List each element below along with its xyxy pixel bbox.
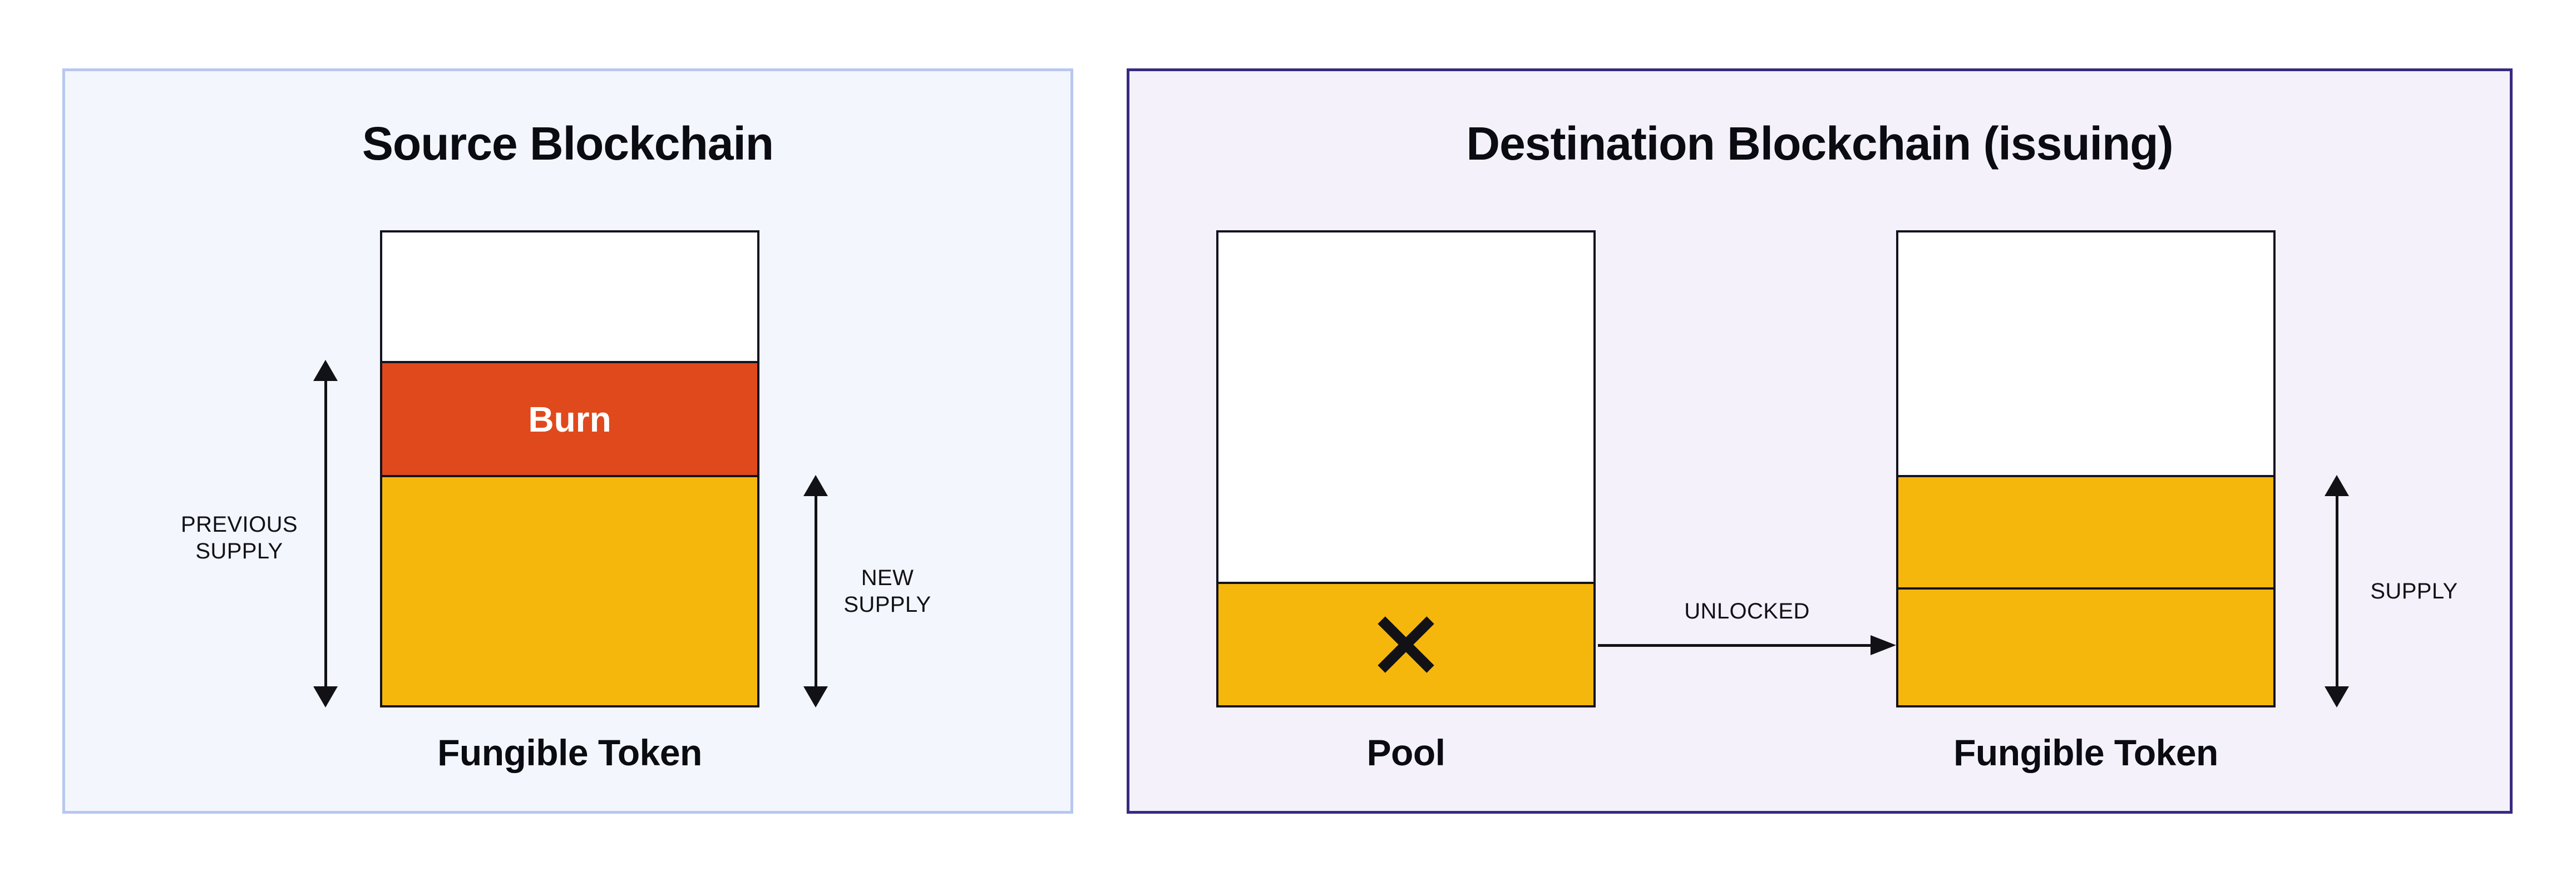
destination-bar-unlocked-segment <box>1898 475 2273 590</box>
new-supply-arrow-icon <box>803 475 828 707</box>
pool-caption: Pool <box>1366 732 1446 773</box>
arrow-shaft <box>1598 644 1871 647</box>
arrow-up-head-icon <box>803 475 828 496</box>
previous-supply-label: PREVIOUS SUPPLY <box>156 511 323 565</box>
previous-supply-line1: PREVIOUS <box>181 512 298 537</box>
pool-bar <box>1216 230 1596 707</box>
source-bar-empty-segment <box>382 232 757 362</box>
arrow-down-head-icon <box>803 686 828 707</box>
new-supply-label: NEW SUPPLY <box>804 565 971 618</box>
arrow-down-head-icon <box>313 686 338 707</box>
arrow-shaft <box>2335 496 2338 686</box>
unlocked-label: UNLOCKED <box>1684 599 1810 623</box>
cross-icon <box>1378 616 1434 673</box>
destination-bar-caption: Fungible Token <box>1953 732 2218 773</box>
supply-arrow-icon <box>2324 475 2350 707</box>
destination-fungible-token-bar <box>1896 230 2276 707</box>
arrow-shaft <box>324 381 327 686</box>
burn-label: Burn <box>528 399 611 439</box>
source-bar-burn-segment: Burn <box>382 361 757 476</box>
arrow-up-head-icon <box>2325 475 2349 496</box>
arrow-shaft <box>814 496 817 686</box>
destination-blockchain-panel: Destination Blockchain (issuing) Pool UN… <box>1127 68 2513 814</box>
source-fungible-token-bar: Burn <box>380 230 759 707</box>
previous-supply-line2: SUPPLY <box>195 539 283 563</box>
destination-bar-existing-segment <box>1898 589 2273 705</box>
arrow-right-head-icon <box>1871 635 1896 655</box>
source-panel-title: Source Blockchain <box>362 117 774 170</box>
previous-supply-arrow-icon <box>313 360 338 707</box>
new-supply-line2: SUPPLY <box>843 592 931 617</box>
source-bar-caption: Fungible Token <box>437 732 702 773</box>
source-bar-locked-segment <box>382 475 757 705</box>
arrow-down-head-icon <box>2325 686 2349 707</box>
pool-empty-segment <box>1218 232 1593 582</box>
unlocked-transfer-arrow-icon <box>1598 635 1896 655</box>
arrow-up-head-icon <box>313 360 338 381</box>
pool-locked-segment <box>1218 582 1593 705</box>
new-supply-line1: NEW <box>861 566 914 590</box>
source-blockchain-panel: Source Blockchain Burn Fungible Token PR… <box>62 68 1073 814</box>
supply-label: SUPPLY <box>2370 579 2458 603</box>
destination-bar-empty-segment <box>1898 232 2273 476</box>
destination-panel-title: Destination Blockchain (issuing) <box>1466 117 2173 170</box>
